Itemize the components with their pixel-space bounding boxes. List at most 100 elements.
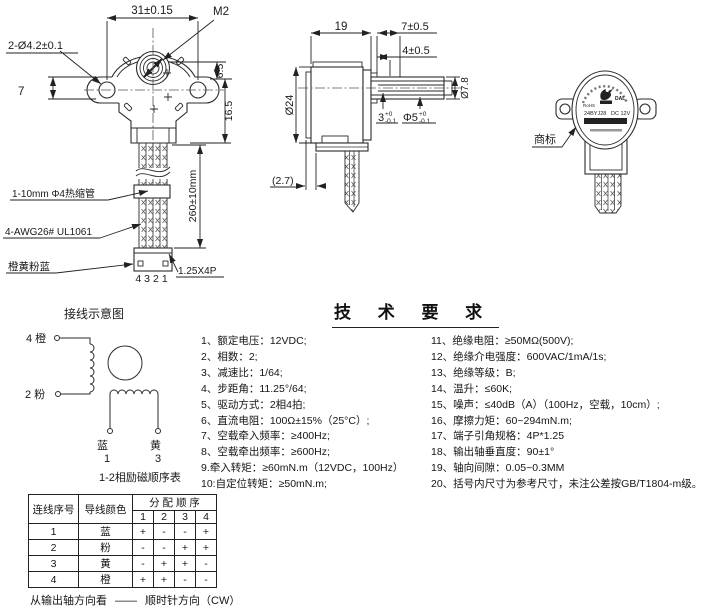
cell-polarity: - [153,523,175,540]
cell-polarity: + [153,571,175,588]
tech-item: 20、括号内尺寸为参考尺寸，未注公差按GB/T1804-m级。 [431,478,703,491]
cell-wire-color: 黄 [78,555,133,572]
tech-item: 12、绝缘介电强度：600VAC/1mA/1s; [431,350,607,363]
nameplate-tel-line [590,129,622,132]
cell-polarity: + [132,571,154,588]
connection-table: 连线序号 导线颜色 分 配 顺 序 1 2 3 4 1 蓝 + - - + 2 … [28,494,217,588]
dim-mount-holes: 2-Ø4.2±0.1 [8,40,63,52]
cell-polarity: + [153,555,175,572]
lead-2-pink: 2 粉 [25,388,45,401]
cell-wire-color: 粉 [78,539,133,556]
cell-wire-no: 1 [28,523,79,540]
tech-requirements-right: 11、绝缘电阻：≥50MΩ(500V); 12、绝缘介电强度：600VAC/1m… [431,334,702,493]
tech-item: 14、温升：≤60K; [431,382,513,395]
lead-num-3: 3 [155,453,161,465]
side-view: 19 7±0.5 4±0.5 Ø24 Ø7.8 3 +0 -0.1 Φ5 +0 … [270,21,471,213]
center-marks [150,69,172,113]
rotation-note-direction: 顺时针方向（CW） [145,595,241,607]
front-view: 31±0.15 M2 2-Ø4.2±0.1 7 6.5 16.5 1-10mm … [3,5,235,285]
tech-item: 8、空载牵出频率：≥600Hz; [201,446,330,459]
terminal-4 [54,335,60,341]
cell-polarity: - [195,571,217,588]
nameplate-brand: DAL [615,96,625,102]
lead-4-orange: 4 橙 [26,331,46,345]
tech-item: 11、绝缘电阻：≥50MΩ(500V); [431,335,574,347]
nameplate-model: 24BYJ28 [584,111,606,117]
tech-item: 16、摩擦力矩：60~294mN.m; [431,414,572,427]
table-row: 3 黄 - + + - [28,555,217,572]
tech-item: 5、驱动方式：2相4拍; [201,398,306,411]
tech-item: 7、空载牵入频率：≥400Hz; [201,430,330,443]
wiring-caption: 1-2相励磁顺序表 [99,470,181,484]
dim-screw-m2: M2 [213,6,229,18]
cell-wire-no: 2 [28,539,79,556]
phase-coil-a [89,343,95,393]
step-header: 1 [132,510,154,524]
tech-item: 13、绝缘等级：B; [431,366,516,379]
nameplate-bar [584,118,627,124]
tech-item: 3、减速比：1/64; [201,366,283,379]
cell-polarity: - [153,539,175,556]
cell-polarity: - [174,571,196,588]
tech-item: 1、额定电压：12VDC; [201,335,307,347]
dim-7-tol: 7±0.5 [401,21,428,33]
dim-wire-length: 260±10mm [187,170,199,223]
wiring-diagram: 接线示意图 4 橙 2 粉 蓝 黄 1 3 1-2相励磁顺序表 [25,306,181,484]
label-pin-numbers: 4321 [135,273,170,285]
col-header-wire-no: 连线序号 [28,494,79,524]
nameplate-rohs: RoHS [583,103,595,108]
nameplate-voltage: DC 12V [611,111,631,117]
cell-wire-color: 蓝 [78,523,133,540]
tech-item: 10:自定位转矩：≥50mN.m; [201,478,327,491]
dim-flat-3: 3 [378,112,384,124]
lead-yellow: 黄 [150,438,161,452]
tech-item: 17、端子引角规格：4P*1.25 [431,430,565,443]
front-plate [362,69,372,141]
wiring-title: 接线示意图 [64,306,124,321]
step-header: 2 [153,510,175,524]
label-wire-colors: 橙黄粉蓝 [8,260,50,273]
dim-19: 19 [335,21,348,33]
tech-item: 9.牵入转矩：≥60mN.m（12VDC，100Hz） [201,462,404,475]
tech-item: 19、轴向间隙：0.05~0.3MM [431,462,565,475]
rear-view: RoHS DAL 24BYJ28 DC 12V 商标 [532,70,657,214]
cell-polarity: + [174,555,196,572]
tol-dn: -0.1 [419,118,431,125]
motor-body-rear [571,70,639,150]
tech-item: 15、噪声：≤40dB（A）（100Hz，空载，10cm）; [431,398,660,411]
step-header: 3 [174,510,196,524]
cell-polarity: - [174,523,196,540]
lead-blue: 蓝 [97,439,108,452]
dim-16-5: 16.5 [223,101,235,122]
phase-coil-b [109,389,159,395]
tol-dn: -0.1 [385,118,397,125]
cell-polarity: + [195,539,217,556]
cell-polarity: + [195,523,217,540]
rotation-note-dash: —— [115,595,137,607]
wire-bundle-side [344,150,360,213]
rotation-note-view: 从输出轴方向看 [30,595,107,607]
rotation-note: 从输出轴方向看 —— 顺时针方向（CW） [30,592,248,608]
motor-body-side [310,66,364,144]
dim-mounting-distance: 31±0.15 [131,5,173,17]
wire-break [135,166,171,178]
cell-polarity: + [132,523,154,540]
col-header-assign-order: 分 配 顺 序 [132,494,217,511]
cell-wire-color: 橙 [78,571,133,588]
tol-up: +0 [419,111,427,118]
tech-item: 2、相数：2; [201,350,258,363]
table-row: 4 橙 + + - - [28,571,217,588]
trademark-label: 商标 [534,132,556,146]
dim-6-5: 6.5 [214,64,226,79]
step-header: 4 [195,510,217,524]
label-heatshrink: 1-10mm Φ4热缩管 [12,187,95,200]
connector-housing [133,247,173,272]
cell-polarity: - [132,539,154,556]
table-row: 1 蓝 + - - + [28,523,217,540]
heatshrink-tube [133,184,171,199]
label-connector-type: 1.25X4P [178,266,217,277]
tech-item: 6、直流电阻：100Ω±15%（25°C）; [201,414,370,427]
lead-num-1: 1 [104,453,110,465]
